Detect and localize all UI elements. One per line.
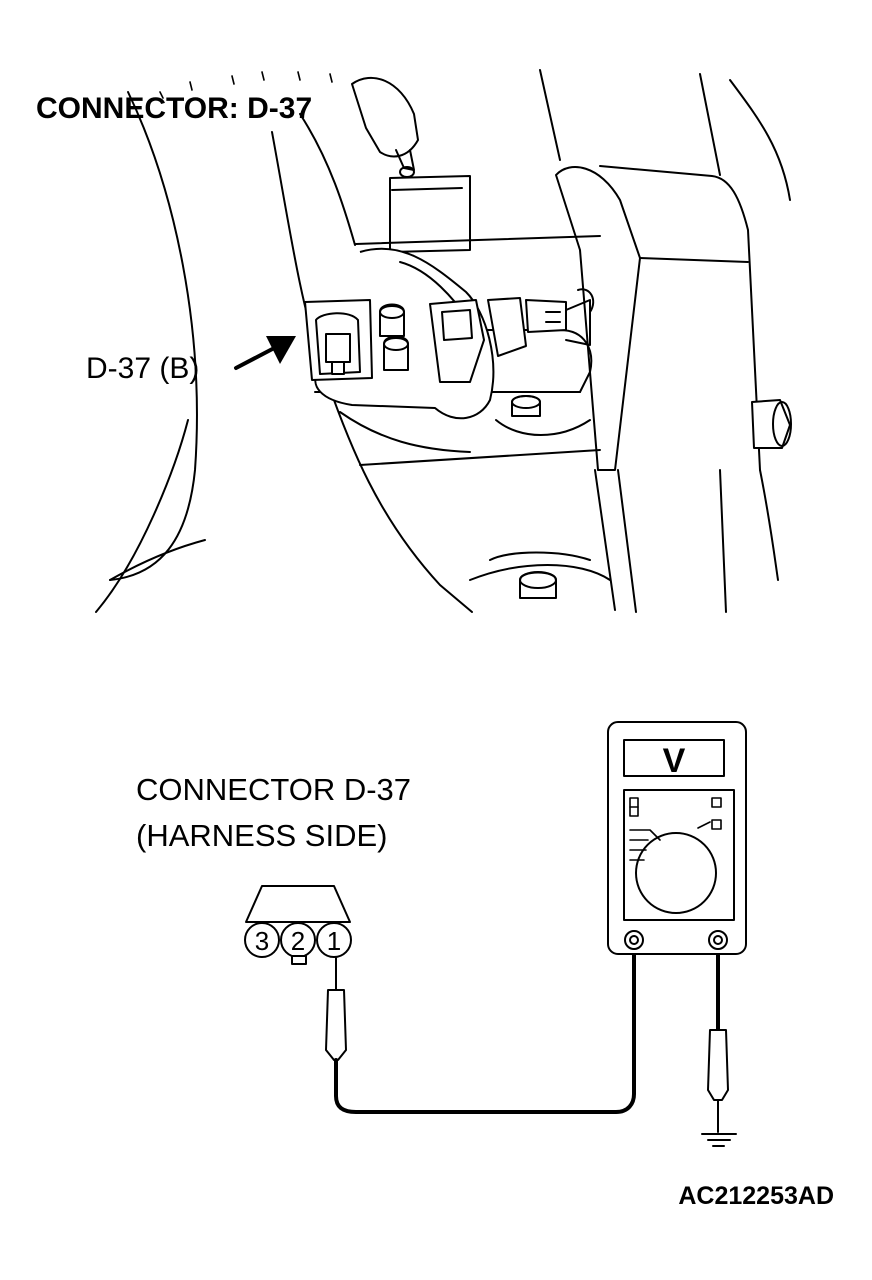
d37-connector (304, 299, 373, 381)
lower-bolt (495, 395, 591, 436)
bottom-bolt (489, 551, 591, 599)
pointer-arrow (234, 336, 296, 370)
pointer-label: D-37 (B) (86, 352, 199, 385)
vehicle-location-illustration (95, 69, 792, 613)
second-connector (429, 299, 485, 383)
bolt-group (379, 303, 409, 371)
positive-test-lead (325, 944, 636, 1114)
connector-title: CONNECTOR: D-37 (36, 92, 312, 125)
pin-1-label: 1 (327, 926, 341, 956)
ground-test-lead (701, 944, 737, 1147)
pin-3-label: 3 (255, 926, 269, 956)
meter-display: V (663, 742, 686, 780)
voltmeter: V (607, 721, 747, 955)
pin-2-label: 2 (291, 926, 305, 956)
harness-connector-label-line2: (HARNESS SIDE) (136, 818, 387, 853)
harness-connector-label-line1: CONNECTOR D-37 (136, 772, 411, 807)
wire-harness (487, 288, 595, 357)
figure-id: AC212253AD (678, 1182, 834, 1210)
harness-connector-face: 3 2 1 (244, 885, 352, 965)
